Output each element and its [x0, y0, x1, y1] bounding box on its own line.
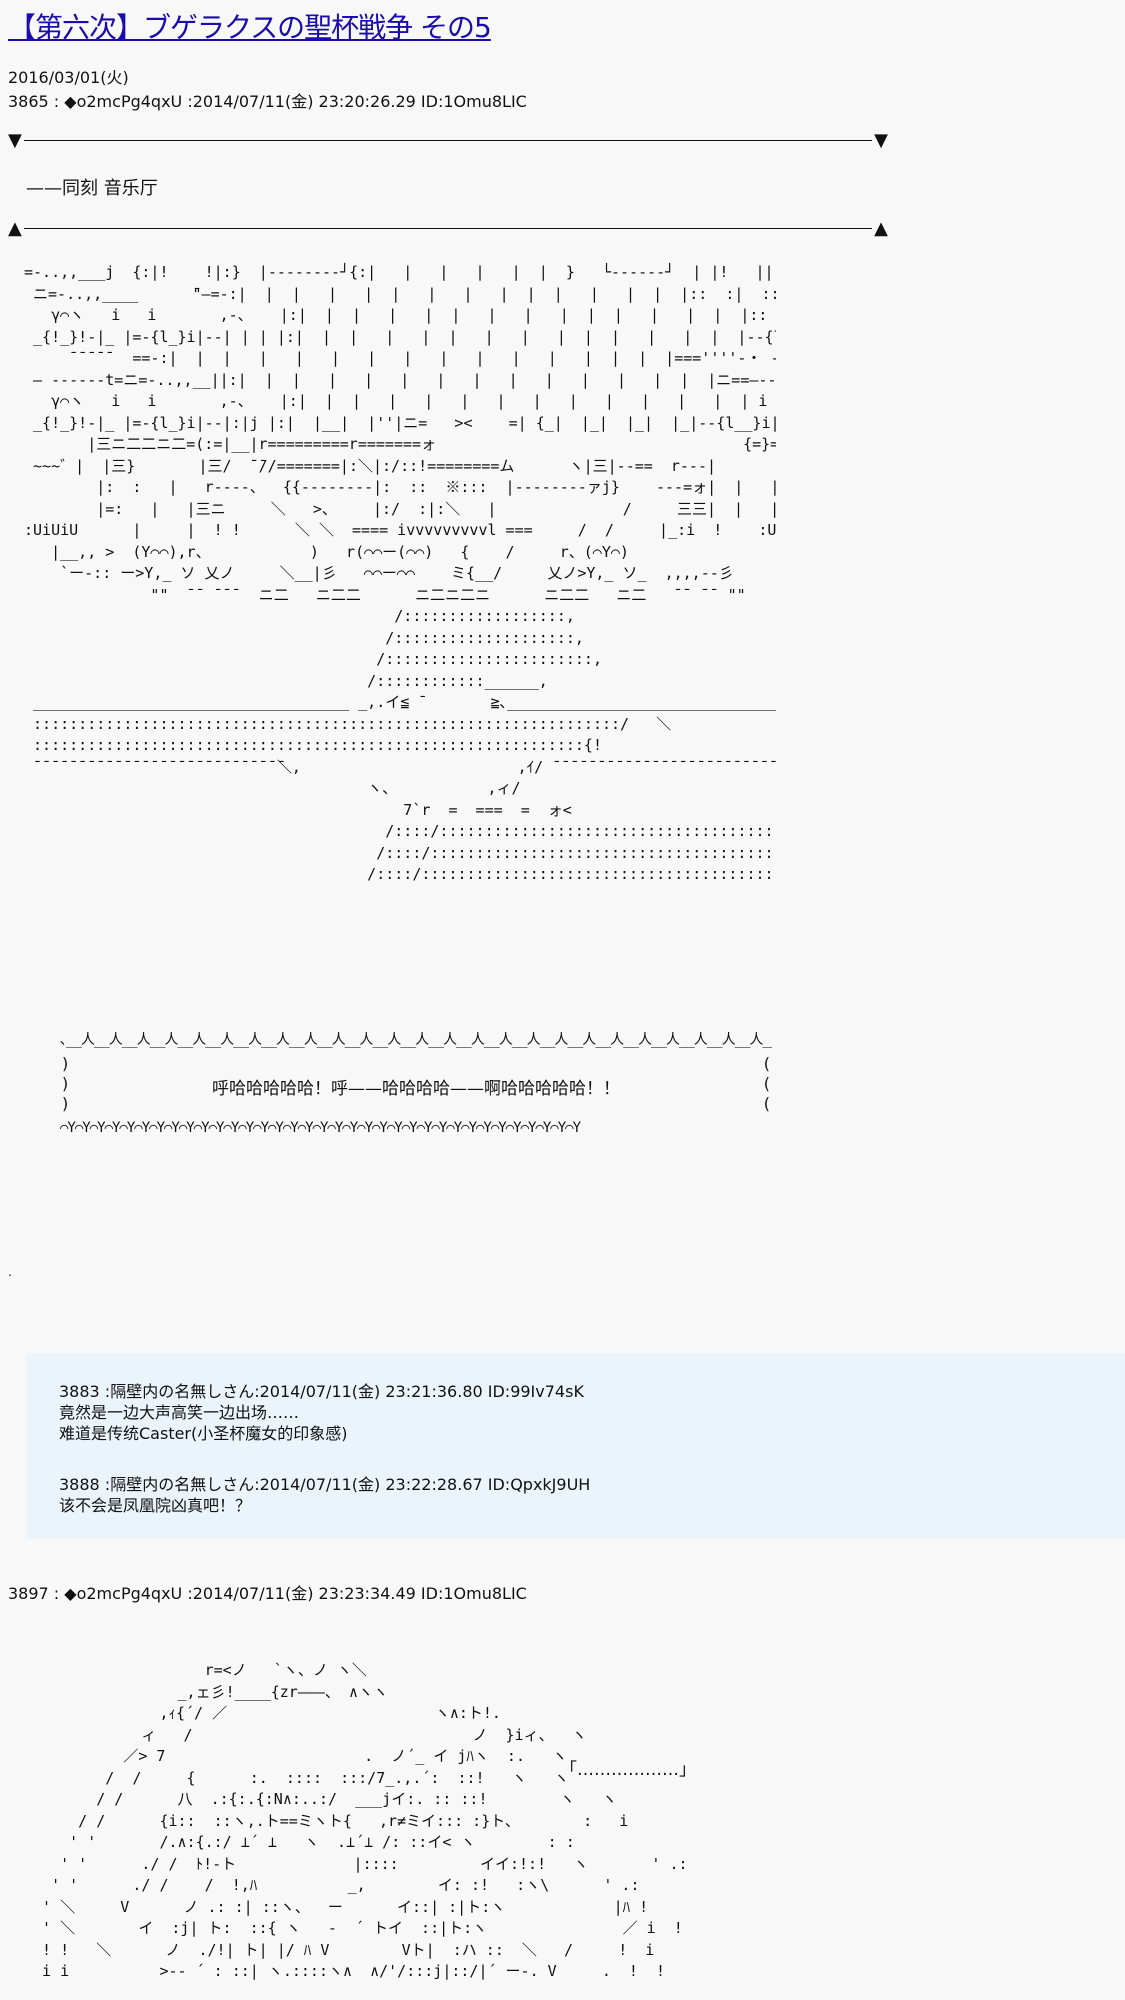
character-quote: 「………………」: [560, 1760, 696, 1780]
reply-header: 3883 :隔壁内の名無しさん:2014/07/11(金) 23:21:36.8…: [59, 1382, 584, 1401]
triangle-down-icon: ▼: [8, 130, 22, 151]
divider-line: [24, 140, 872, 141]
ascii-art-concert-hall: =-..,,___j {:|! !|:} |--------┘{:| | | |…: [24, 263, 776, 882]
triangle-down-icon: ▼: [874, 130, 888, 151]
divider-top: ▼ ▼: [8, 130, 888, 152]
speech-text: 呼哈哈哈哈哈！呼——哈哈哈哈——啊哈哈哈哈哈！！: [212, 1079, 620, 1099]
triangle-up-icon: ▲: [8, 218, 22, 239]
thread-title[interactable]: 【第六次】ブゲラクスの聖杯戦争 その5: [8, 11, 492, 44]
reply: 3883 :隔壁内の名無しさん:2014/07/11(金) 23:21:36.8…: [59, 1381, 584, 1444]
speech-bubble-left: ) ) ): [62, 1054, 69, 1113]
divider-bottom: ▲ ▲: [8, 218, 888, 240]
reply-line: 竟然是一边大声高笑一边出场……: [59, 1403, 300, 1422]
divider-line: [24, 228, 872, 229]
speech-bubble-top: ､__人__人__人__人__人__人__人__人__人__人__人__人__人…: [60, 1032, 772, 1048]
triangle-up-icon: ▲: [874, 218, 888, 239]
reply: 3888 :隔壁内の名無しさん:2014/07/11(金) 23:22:28.6…: [59, 1474, 590, 1516]
reply-box: 3883 :隔壁内の名無しさん:2014/07/11(金) 23:21:36.8…: [26, 1353, 1125, 1539]
speech-bubble-bottom: ⌒Y⌒Y⌒Y⌒Y⌒Y⌒Y⌒Y⌒Y⌒Y⌒Y⌒Y⌒Y⌒Y⌒Y⌒Y⌒Y⌒Y⌒Y⌒Y⌒Y…: [60, 1120, 581, 1136]
post-date: 2016/03/01(火): [8, 68, 129, 87]
reply-line: 难道是传统Caster(小圣杯魔女的印象感): [59, 1424, 348, 1443]
scene-caption: ——同刻 音乐厅: [26, 178, 158, 199]
post-header: 3865 : ◆o2mcPg4qxU :2014/07/11(金) 23:20:…: [8, 92, 527, 111]
speech-bubble: ､__人__人__人__人__人__人__人__人__人__人__人__人__人…: [60, 1030, 772, 1138]
ascii-art-character: r=<ノ `ヽ、ノ ヽ＼ _,ェ彡!____{zr―――、 ∧ヽヽ ,ｨ{´/ …: [42, 1661, 688, 1980]
stray-mark: .: [8, 1265, 12, 1279]
reply-header: 3888 :隔壁内の名無しさん:2014/07/11(金) 23:22:28.6…: [59, 1475, 591, 1494]
speech-bubble-right: ( ( (: [763, 1054, 770, 1113]
reply-line: 该不会是凤凰院凶真吧！？: [59, 1496, 252, 1515]
post-header: 3897 : ◆o2mcPg4qxU :2014/07/11(金) 23:23:…: [8, 1584, 527, 1603]
